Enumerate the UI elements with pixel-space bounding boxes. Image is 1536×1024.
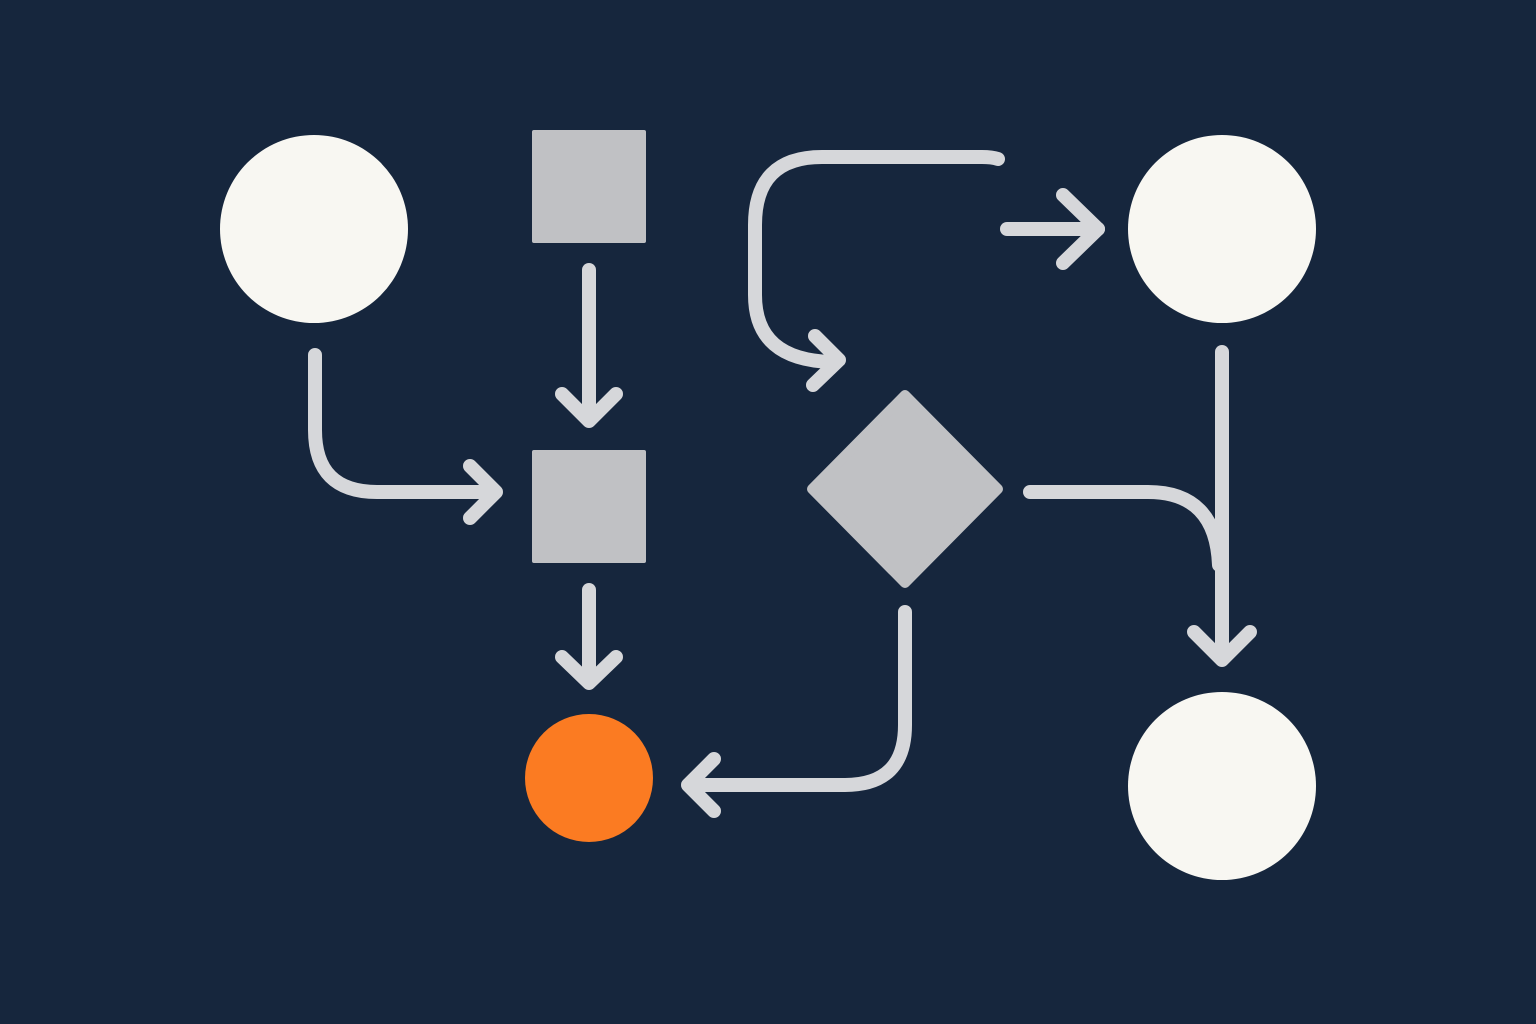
arrow-loop-to-decision xyxy=(748,150,1005,392)
process-middle-square-node[interactable] xyxy=(532,450,646,563)
arrowhead-right-icon xyxy=(1056,188,1105,270)
arrow-start-to-process-middle xyxy=(308,348,503,525)
end-highlight-circle-node[interactable] xyxy=(525,714,653,842)
arrow-process-middle-to-end xyxy=(555,583,623,690)
arrowhead-down-icon xyxy=(1187,625,1257,667)
nodes xyxy=(220,130,1316,880)
connectors xyxy=(308,150,1257,818)
connector-line xyxy=(1023,485,1226,572)
bottom-right-circle-node[interactable] xyxy=(1128,692,1316,880)
arrowhead-left-icon xyxy=(681,752,721,818)
arrowhead-right-icon xyxy=(806,329,846,392)
decision-diamond-node[interactable] xyxy=(807,390,1003,588)
start-left-circle-node[interactable] xyxy=(220,135,408,323)
top-right-circle-node[interactable] xyxy=(1128,135,1316,323)
process-top-square-node[interactable] xyxy=(532,130,646,243)
arrow-to-top-right-node xyxy=(1000,188,1105,270)
arrow-top-right-to-bottom-right xyxy=(1187,345,1257,667)
arrow-process-top-to-process-middle xyxy=(555,263,623,428)
connector-line xyxy=(308,348,502,499)
arrow-decision-to-bottom-right xyxy=(1023,485,1226,572)
arrow-decision-to-end xyxy=(681,605,912,818)
connector-line xyxy=(748,150,1005,369)
arrowhead-down-icon xyxy=(555,650,623,690)
connector-line xyxy=(683,605,912,792)
arrowhead-right-icon xyxy=(463,459,503,525)
arrowhead-down-icon xyxy=(555,387,623,428)
